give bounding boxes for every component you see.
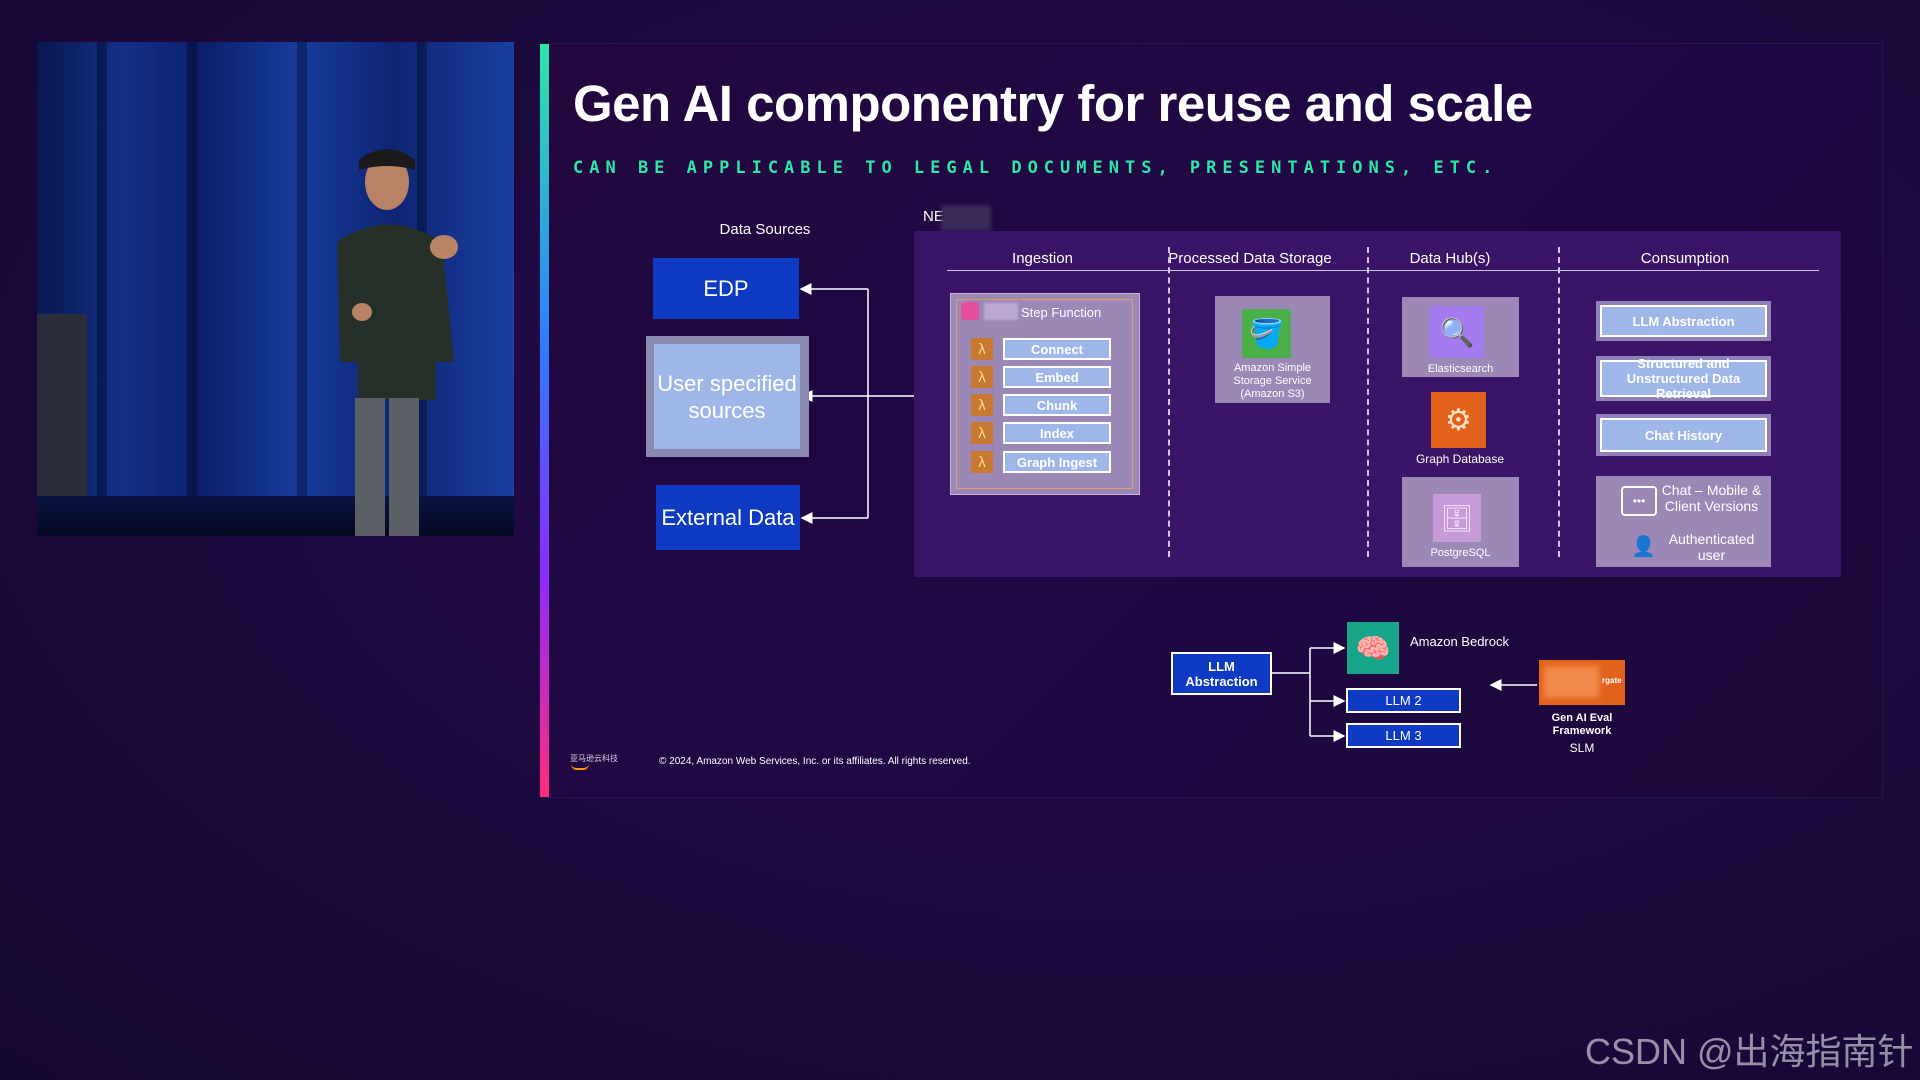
step-function-frame	[956, 299, 1133, 489]
speaker-figure	[337, 149, 458, 536]
speaker-video	[37, 42, 514, 536]
storage-header: Processed Data Storage	[1168, 250, 1332, 267]
step-embed: Embed	[1003, 366, 1111, 388]
ingestion-header: Ingestion	[1012, 250, 1073, 267]
lambda-icon: λ	[971, 451, 993, 473]
bedrock-icon: 🧠	[1347, 622, 1399, 674]
authenticated-user-label: Authenticated user	[1668, 531, 1755, 563]
database-icon: 🗄	[1433, 494, 1481, 542]
bedrock-label: Amazon Bedrock	[1410, 634, 1509, 649]
redacted-region	[941, 205, 991, 231]
chat-history-box: Chat History	[1600, 418, 1767, 452]
lambda-icon: λ	[971, 366, 993, 388]
lambda-icon: λ	[971, 338, 993, 360]
llm-abstraction-node: LLM Abstraction	[1171, 652, 1272, 695]
lambda-icon: λ	[971, 422, 993, 444]
bucket-icon: 🪣	[1242, 309, 1291, 358]
aws-logo-text: 亚马逊云科技	[570, 754, 618, 763]
curtain-fold	[187, 42, 197, 536]
lambda-icon: λ	[971, 394, 993, 416]
column-divider	[1558, 247, 1560, 557]
data-retrieval-box: Structured and Unstructured Data Retriev…	[1600, 356, 1767, 401]
ne-label: NE	[923, 208, 944, 225]
data-sources-label: Data Sources	[719, 221, 811, 238]
graph-database-label: Graph Database	[1415, 452, 1505, 466]
column-divider	[1367, 247, 1369, 557]
column-divider	[1168, 247, 1170, 557]
slide-subtitle: CAN BE APPLICABLE TO LEGAL DOCUMENTS, PR…	[573, 158, 1499, 178]
header-divider	[947, 270, 1819, 271]
curtain-fold	[97, 42, 107, 536]
chat-versions-label: Chat – Mobile & Client Versions	[1661, 482, 1762, 514]
eval-tag: rgate	[1602, 676, 1622, 685]
postgresql-label: PostgreSQL	[1430, 547, 1491, 559]
redacted-region	[1544, 666, 1599, 698]
edp-source-box: EDP	[653, 258, 799, 319]
elasticsearch-label: Elasticsearch	[1427, 363, 1494, 375]
step-function-title: Step Function	[1021, 305, 1102, 320]
aws-logo-smile	[571, 764, 589, 770]
redacted-region	[984, 303, 1018, 320]
copyright-text: © 2024, Amazon Web Services, Inc. or its…	[659, 756, 971, 767]
presentation-slide: Gen AI componentry for reuse and scale C…	[539, 43, 1883, 798]
eval-framework-label: Gen AI Eval Framework	[1551, 712, 1613, 737]
chat-icon: •••	[1621, 486, 1657, 516]
llm-abstraction-box: LLM Abstraction	[1600, 305, 1767, 337]
s3-label: Amazon Simple Storage Service (Amazon S3…	[1233, 362, 1312, 400]
step-graph-ingest: Graph Ingest	[1003, 451, 1111, 473]
step-function-icon	[961, 302, 979, 320]
curtain-fold	[297, 42, 307, 536]
graph-database-icon: ⚙	[1431, 392, 1486, 448]
stage-floor	[37, 496, 514, 536]
user-icon: 👤	[1631, 536, 1656, 558]
step-connect: Connect	[1003, 338, 1111, 360]
external-data-box: External Data	[656, 485, 800, 550]
search-icon: 🔍	[1430, 306, 1484, 358]
user-specified-sources-box: User specified sources	[654, 344, 800, 449]
llm2-node: LLM 2	[1346, 688, 1461, 713]
step-chunk: Chunk	[1003, 394, 1111, 416]
chat-client-box	[1596, 476, 1771, 567]
csdn-watermark: CSDN @出海指南针	[1585, 1031, 1914, 1072]
slide-title: Gen AI componentry for reuse and scale	[573, 75, 1533, 132]
slide-accent-bar	[540, 44, 549, 797]
llm3-node: LLM 3	[1346, 723, 1461, 748]
slm-label: SLM	[1569, 741, 1595, 755]
data-hub-header: Data Hub(s)	[1409, 250, 1491, 267]
consumption-header: Consumption	[1640, 250, 1730, 267]
step-index: Index	[1003, 422, 1111, 444]
